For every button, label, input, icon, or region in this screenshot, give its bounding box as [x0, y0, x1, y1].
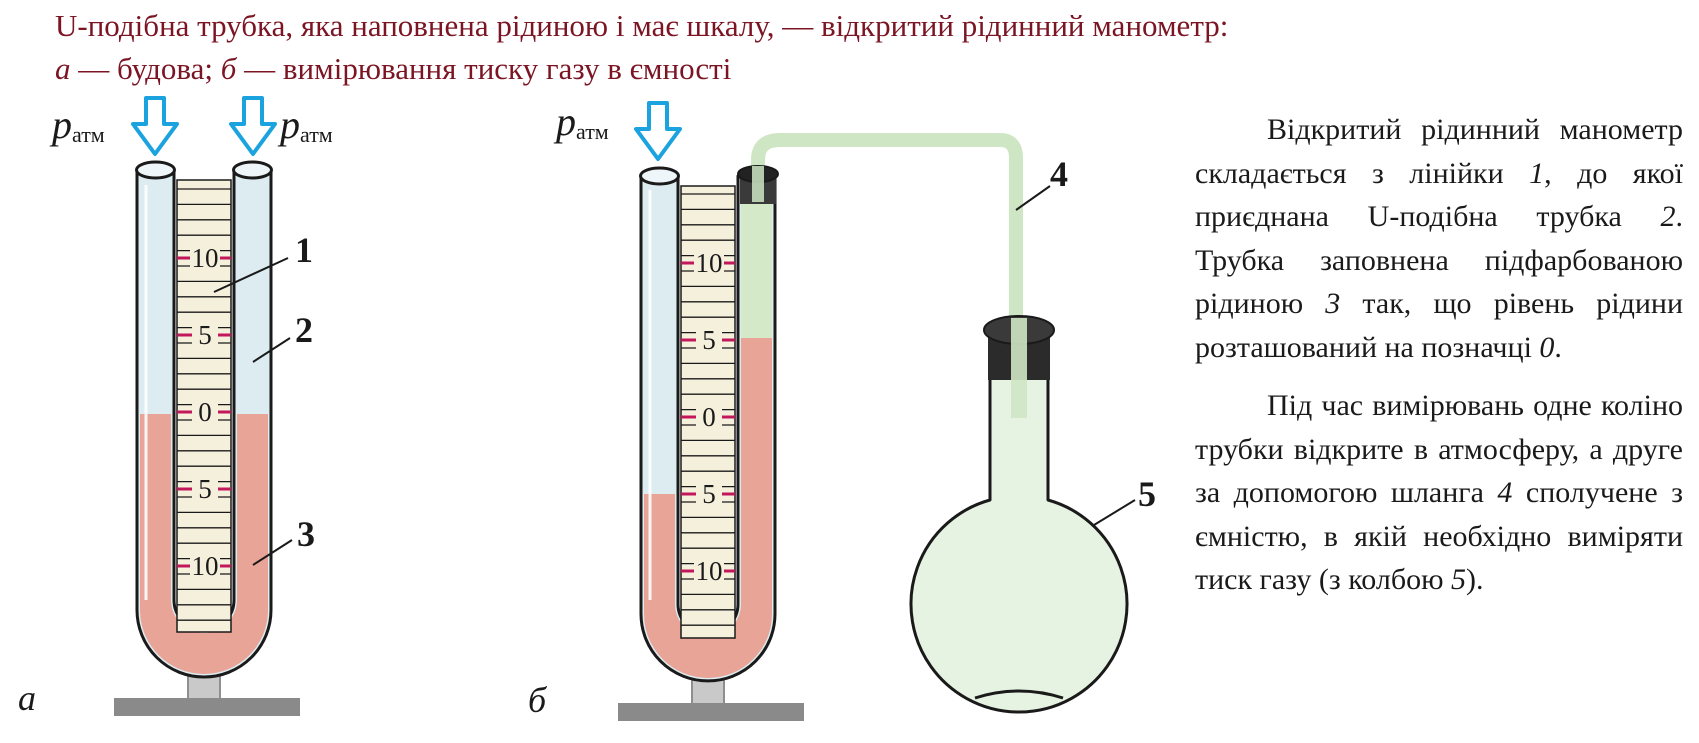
scale-label-b-top-10: 10: [696, 248, 723, 278]
p2-ref-1: 4: [1497, 476, 1513, 509]
patm-label-a-left: pатм: [49, 102, 105, 147]
p1-text-2: , до якої приєднана U-подібна трубка: [1195, 156, 1683, 234]
tube-opening-b-left: [639, 166, 680, 186]
scale-label-a-bottom-10: 10: [192, 551, 219, 581]
hose: [751, 133, 1023, 425]
gas-column-b: [741, 184, 772, 338]
callout-3: 3: [297, 514, 315, 554]
hose-inside-flask: [1011, 318, 1027, 418]
p1-text-1: Відкритий рідинний манометр складається …: [1195, 113, 1683, 190]
caption-label-b: б: [220, 51, 237, 86]
paragraph-2: Під час вимірювань одне коліно трубки ві…: [1195, 384, 1683, 602]
figure-caption: U-подібна трубка, яка наповнена рідиною …: [55, 4, 1675, 90]
p2-text-2: сполучене з ємністю, в якій необхідно ви…: [1195, 476, 1683, 596]
description-text: Відкритий рідинний манометр складається …: [1195, 108, 1683, 617]
p1-ref-1: 1: [1529, 156, 1545, 190]
atm-arrow-right-icon: [229, 96, 277, 156]
figure-b: pатм 4 5 б 10 5 0 5 10: [528, 99, 1156, 721]
scale-labels-b: 10 5 0 5 10: [681, 248, 735, 586]
p1-text-3: . Трубка заповнена підфарбованою рідиною: [1195, 200, 1683, 320]
p2-ref-2: 5: [1451, 563, 1467, 596]
callout-5: 5: [1138, 474, 1156, 514]
caption-label-a: а: [55, 51, 71, 86]
tube-opening-left: [135, 160, 176, 180]
panel-label-a: а: [18, 678, 36, 718]
atm-arrow-left-icon: [131, 96, 179, 156]
scale-label-b-0: 0: [702, 402, 716, 432]
caption-text-b: — вимірювання тиску газу в ємності: [236, 51, 732, 86]
figure-a: pатм pатм 1 2 3 а 10 5 0 5 10: [18, 96, 333, 718]
scale-label-a-0: 0: [198, 397, 212, 427]
tube-opening-right: [232, 160, 273, 180]
ruler-b-divisions: [681, 193, 735, 626]
patm-label-a-right: pатм: [277, 102, 333, 147]
stand-base-b: [618, 703, 804, 721]
scale-label-a-bottom-5: 5: [198, 474, 212, 504]
stand-base: [114, 698, 300, 716]
p1-ref-3: 3: [1325, 287, 1341, 320]
p1-ref-4: 0: [1539, 330, 1555, 364]
p1-text-5: .: [1554, 330, 1562, 364]
callout-1: 1: [295, 230, 313, 270]
p2-text-3: ).: [1466, 563, 1484, 596]
liquid-b: [644, 338, 772, 678]
flask: [909, 343, 1129, 714]
paragraph-1: Відкритий рідинний манометр складається …: [1195, 108, 1683, 369]
scale-label-a-top-5: 5: [198, 320, 212, 350]
panel-label-b: б: [528, 680, 548, 720]
callout-2: 2: [295, 310, 313, 350]
caption-text-a: — будова;: [70, 51, 221, 86]
caption-line-2: а — будова; б — вимірювання тиску газу в…: [55, 47, 1675, 90]
scale-labels-a: 10 5 0 5 10: [177, 243, 231, 581]
caption-line-1: U-подібна трубка, яка наповнена рідиною …: [55, 8, 1229, 43]
patm-label-b: pатм: [553, 99, 609, 144]
scale-label-b-top-5: 5: [702, 325, 716, 355]
p1-text-4: так, що рівень рідини розташований на по…: [1195, 287, 1684, 364]
callout-4: 4: [1050, 154, 1068, 194]
p1-ref-2: 2: [1660, 200, 1676, 233]
scale-label-b-bottom-5: 5: [702, 479, 716, 509]
liquid-a: [140, 414, 268, 674]
scale-label-b-bottom-10: 10: [696, 556, 723, 586]
p2-text-1: Під час вимірювань одне коліно трубки ві…: [1195, 389, 1683, 509]
flask-bottom-arc: [974, 689, 1064, 700]
atm-arrow-b-icon: [634, 101, 682, 161]
scale-label-a-top-10: 10: [192, 243, 219, 273]
